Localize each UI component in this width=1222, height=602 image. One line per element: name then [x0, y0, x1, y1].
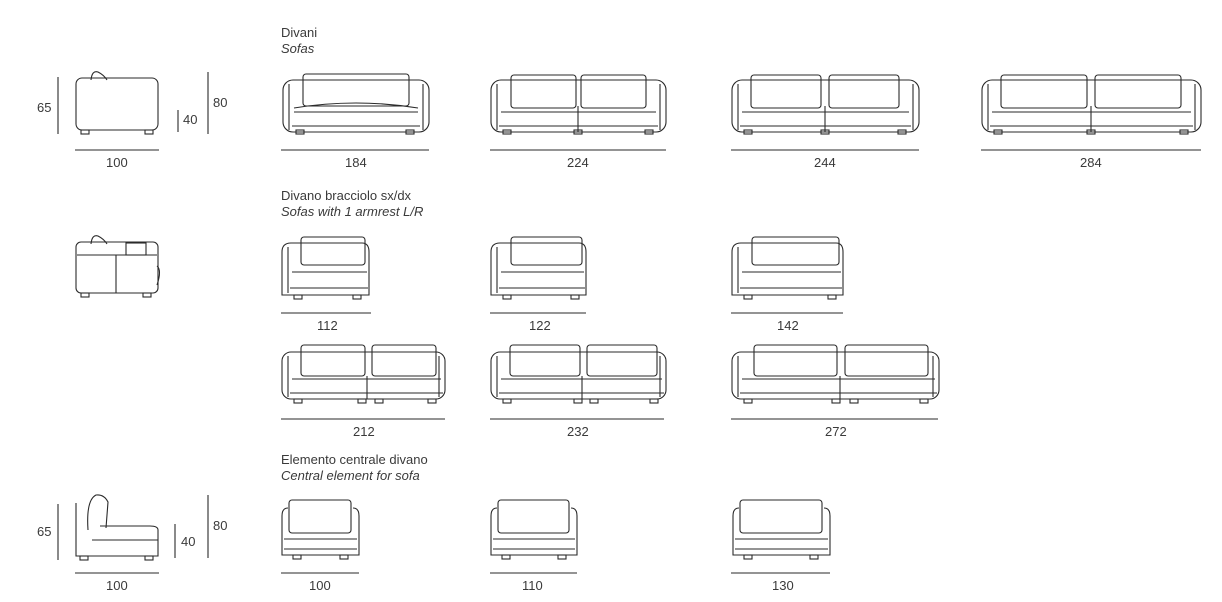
- sofa-284-drawing: [981, 74, 1202, 151]
- back-cushion: [497, 499, 570, 534]
- back-cushion: [828, 74, 900, 109]
- central-110-drawing: [490, 499, 578, 574]
- sofa-frame: [490, 507, 578, 556]
- sofa-184-drawing: [281, 73, 430, 151]
- width-label: 110: [522, 578, 543, 593]
- width-label: 272: [825, 424, 847, 439]
- width-label: 142: [777, 318, 799, 333]
- width-label: 122: [529, 318, 551, 333]
- central-side-view-drawing: [57, 494, 209, 574]
- sofa-frame: [490, 242, 587, 296]
- back-cushion: [509, 344, 581, 377]
- back-cushion: [751, 236, 840, 266]
- cushion-outline: [90, 71, 108, 81]
- back-cushion: [844, 344, 929, 377]
- back-cushion: [1000, 74, 1088, 109]
- side-body: [75, 503, 159, 557]
- sofas-subtitle: Sofas: [281, 41, 315, 56]
- width-label: 130: [772, 578, 794, 593]
- sofa-frame: [731, 242, 844, 296]
- width-label: 244: [814, 155, 836, 170]
- back-cushion: [750, 74, 822, 109]
- foot: [144, 129, 154, 135]
- side-view-height: 65: [37, 100, 52, 115]
- side-view-one-arm-drawing: [75, 235, 161, 298]
- cushion-outline: [90, 235, 108, 245]
- sofa-frame: [732, 507, 831, 556]
- width-label: 284: [1080, 155, 1102, 170]
- central-130-drawing: [731, 499, 831, 574]
- back-cushion: [371, 344, 437, 377]
- back-cushion: [580, 74, 647, 109]
- central-100-drawing: [281, 499, 360, 574]
- seat-cushion: [293, 102, 419, 109]
- central-side-view-total-height: 80: [213, 518, 228, 533]
- back-cushion: [1094, 74, 1182, 109]
- foot: [142, 292, 152, 298]
- arm-block: [125, 242, 147, 256]
- sofa-frame: [282, 79, 430, 133]
- back-cushion: [302, 73, 410, 107]
- width-label: 184: [345, 155, 367, 170]
- side-body: [75, 77, 159, 131]
- one-arm-title: Divano bracciolo sx/dx: [281, 188, 412, 203]
- arm-curve: [156, 265, 161, 286]
- one-arm-272-drawing: [731, 344, 940, 420]
- central-title: Elemento centrale divano: [281, 452, 428, 467]
- width-label: 112: [317, 318, 338, 333]
- back-cushion: [87, 494, 109, 531]
- width-label: 224: [567, 155, 589, 170]
- back-cushion: [510, 74, 577, 109]
- foot: [79, 555, 89, 561]
- one-arm-112-drawing: [281, 236, 371, 314]
- side-view-total-height: 80: [213, 95, 228, 110]
- width-label: 232: [567, 424, 589, 439]
- foot: [144, 555, 154, 561]
- back-cushion: [300, 344, 366, 377]
- foot: [80, 292, 90, 298]
- back-cushion: [288, 499, 352, 534]
- central-side-view-depth: 100: [106, 578, 128, 593]
- sofa-frame: [281, 242, 370, 296]
- foot: [80, 129, 90, 135]
- back-cushion: [510, 236, 583, 266]
- central-side-view-seat-height: 40: [181, 534, 196, 549]
- one-arm-142-drawing: [731, 236, 844, 314]
- sofas-title: Divani: [281, 25, 318, 40]
- width-label: 100: [309, 578, 331, 593]
- back-cushion: [739, 499, 823, 534]
- width-label: 212: [353, 424, 375, 439]
- back-cushion: [753, 344, 838, 377]
- sofa-frame: [281, 507, 360, 556]
- sofa-224-drawing: [490, 74, 667, 151]
- one-arm-subtitle: Sofas with 1 armrest L/R: [281, 204, 424, 219]
- central-side-view-height: 65: [37, 524, 52, 539]
- one-arm-212-drawing: [281, 344, 446, 420]
- one-arm-122-drawing: [490, 236, 587, 314]
- central-subtitle: Central element for sofa: [281, 468, 420, 483]
- back-cushion: [300, 236, 366, 266]
- sofa-244-drawing: [731, 74, 920, 151]
- side-view-drawing: [57, 71, 209, 151]
- side-view-depth: 100: [106, 155, 128, 170]
- back-cushion: [586, 344, 658, 377]
- side-view-seat-height: 40: [183, 112, 198, 127]
- one-arm-232-drawing: [490, 344, 667, 420]
